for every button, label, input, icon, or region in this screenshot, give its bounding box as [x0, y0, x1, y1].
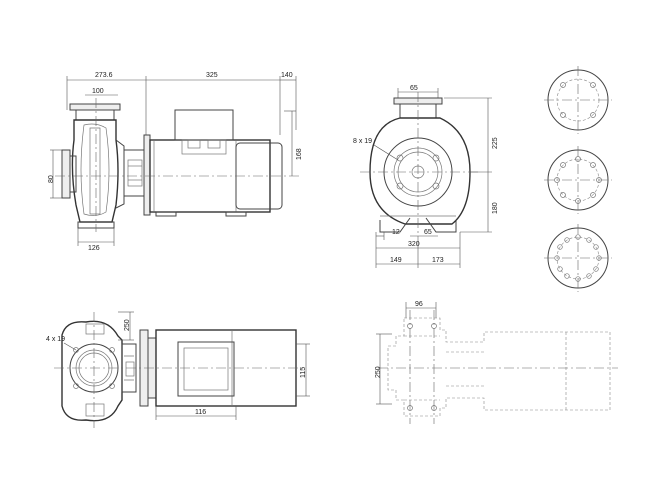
dim-325: 325: [206, 72, 218, 79]
top-view: 4 x 19 250 115 116: [46, 311, 310, 428]
dim-116: 116: [195, 409, 206, 416]
pump-casing-top: [61, 320, 123, 422]
flange-12-hole: [544, 224, 612, 292]
dim-149: 149: [390, 257, 402, 264]
terminal-box-top: [177, 341, 235, 397]
side-view: 65 8 x 19 225 180 12: [353, 85, 499, 268]
dim-100: 100: [92, 88, 104, 95]
dim-140: 140: [281, 72, 293, 79]
pump-casing: [71, 119, 119, 223]
dim-320: 320: [408, 241, 420, 248]
suction-flange: [61, 149, 71, 199]
dim-250-right: 250: [375, 366, 382, 378]
dim-8x19: 8 x 19: [353, 138, 372, 145]
dim-4x19: 4 x 19: [46, 336, 65, 343]
foundation-view: 96 250: [375, 301, 618, 424]
discharge-flange: [69, 103, 121, 111]
dim-65-bot: 65: [424, 229, 432, 236]
foundation-outline: [387, 317, 611, 417]
dim-168: 168: [296, 148, 303, 160]
motor-flange: [143, 134, 151, 216]
front-view: 273.6 325 140 100 80 126: [48, 72, 303, 252]
volute-casing: [369, 117, 471, 225]
flange-drilling-patterns: [544, 66, 612, 292]
flange-8-hole: [544, 146, 612, 214]
dim-273-6: 273.6: [95, 72, 113, 79]
flange-4-hole: [544, 66, 612, 134]
dim-126: 126: [88, 245, 100, 252]
bearing-bracket: [123, 149, 147, 197]
dim-225: 225: [492, 137, 499, 149]
dim-250-left: 250: [124, 319, 131, 331]
dim-80: 80: [48, 175, 55, 183]
terminal-box: [174, 109, 234, 141]
dim-12: 12: [392, 229, 400, 236]
dim-115: 115: [300, 367, 307, 378]
dim-180: 180: [492, 202, 499, 214]
dim-65-top: 65: [410, 85, 418, 92]
dim-96: 96: [415, 301, 423, 308]
dim-173: 173: [432, 257, 444, 264]
